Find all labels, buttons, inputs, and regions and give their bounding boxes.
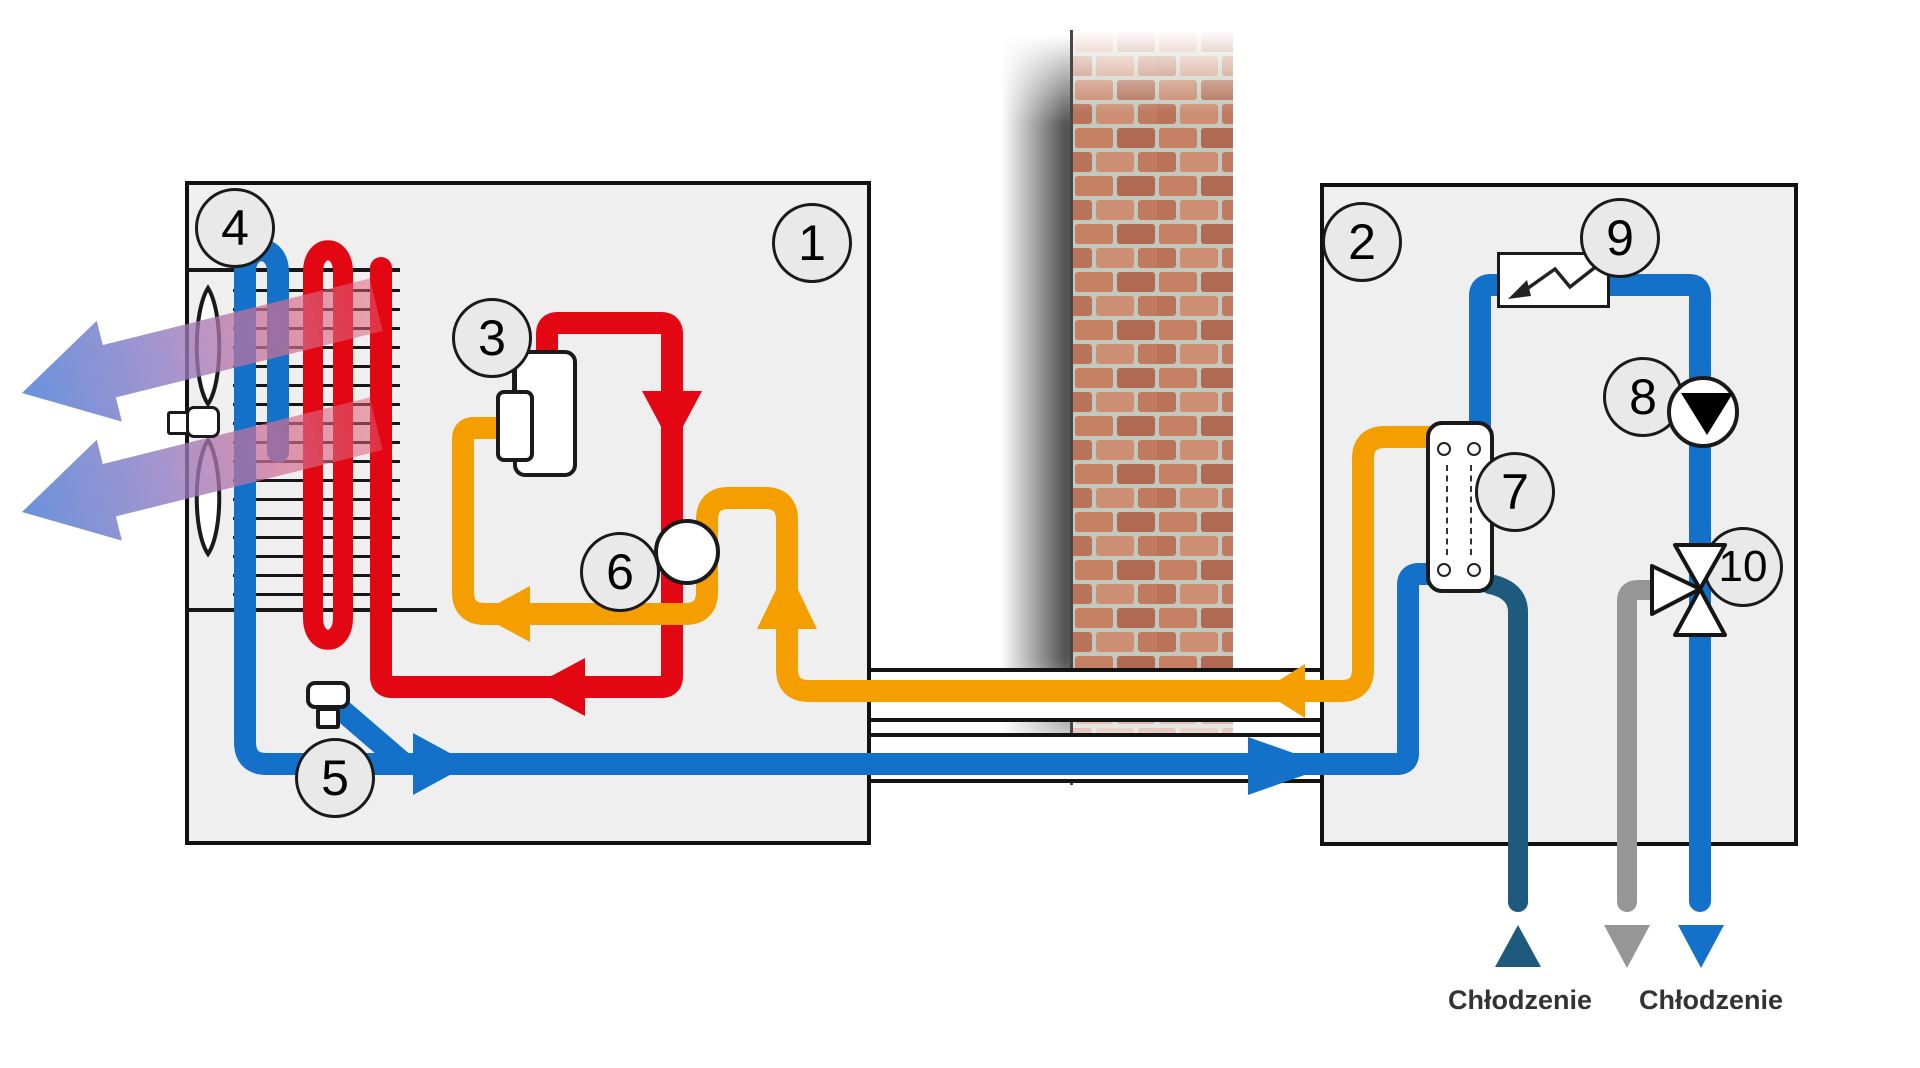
coil-top-line xyxy=(185,268,400,272)
callout-three-way-valve: 10 xyxy=(1703,527,1783,607)
service-valve-body xyxy=(306,681,350,709)
callout-heat-exchanger: 7 xyxy=(1475,452,1555,532)
condenser-coil-red xyxy=(303,240,353,650)
orange-arrow-up-icon xyxy=(757,567,817,629)
callout-compressor: 3 xyxy=(452,298,532,378)
exchanger-port-icon xyxy=(1467,442,1481,456)
flow-label-chilled-return: Chłodzenie xyxy=(1638,985,1783,1015)
blue-arrow-wall-icon xyxy=(1248,737,1330,795)
callout-expansion-valve: 6 xyxy=(580,532,660,612)
callout-label: 7 xyxy=(1501,464,1529,520)
callout-label: 6 xyxy=(606,544,634,600)
fan-hub xyxy=(186,406,220,438)
exchanger-port-icon xyxy=(1467,563,1481,577)
callout-service-valve: 5 xyxy=(295,738,375,818)
wall-fade xyxy=(1073,30,1233,785)
orange-arrow-left-icon xyxy=(478,586,530,642)
expansion-valve-body xyxy=(654,519,720,585)
callout-label: 9 xyxy=(1606,210,1634,266)
callout-label: 4 xyxy=(221,200,249,256)
heater-zigzag-icon xyxy=(1508,263,1600,299)
orange-arrow-wall-icon xyxy=(1262,664,1305,718)
callout-label: 1 xyxy=(798,215,826,271)
callout-indoor-unit: 2 xyxy=(1322,202,1402,282)
airflow-arrow-top xyxy=(22,278,383,422)
brick-wall xyxy=(1070,30,1233,785)
exchanger-port-icon xyxy=(1437,442,1451,456)
service-valve-stem xyxy=(316,707,340,729)
exchanger-port-icon xyxy=(1437,563,1451,577)
three-way-valve-body xyxy=(1650,543,1727,637)
callout-label: 5 xyxy=(321,750,349,806)
callout-label: 2 xyxy=(1348,214,1376,270)
compressor-muffler xyxy=(496,390,534,462)
airflow-arrow-bottom xyxy=(22,397,383,541)
exchanger-plate-line xyxy=(1470,465,1472,555)
exchanger-plate-line xyxy=(1446,465,1448,555)
blue-arrow-right-icon xyxy=(413,733,470,795)
red-arrow-down-icon xyxy=(642,391,702,447)
outdoor-unit-box xyxy=(185,181,871,845)
return-pipe xyxy=(1617,580,1673,912)
callout-label: 3 xyxy=(478,310,506,366)
callout-heater: 9 xyxy=(1580,198,1660,278)
suction-pipe xyxy=(452,417,1466,702)
chilled-supply-pipe xyxy=(1480,574,1528,912)
callout-label: 8 xyxy=(1629,369,1657,425)
gray-arrow-down-icon xyxy=(1604,925,1650,968)
blue-arrow-down-icon xyxy=(1678,925,1724,968)
red-arrow-left-icon xyxy=(531,658,585,716)
wall-shadow xyxy=(1001,35,1070,777)
callout-outdoor-unit: 1 xyxy=(772,203,852,283)
pump-body xyxy=(1667,376,1739,448)
callout-fan-coil: 4 xyxy=(195,188,275,268)
hot-gas-pipe xyxy=(370,257,683,698)
flow-label-chilled-supply: Chłodzenie xyxy=(1447,985,1592,1015)
valve-bypass-pipe xyxy=(319,689,413,773)
teal-arrow-up-icon xyxy=(1495,925,1541,967)
pump-rotor-icon xyxy=(1681,393,1733,435)
callout-label: 10 xyxy=(1718,542,1768,591)
